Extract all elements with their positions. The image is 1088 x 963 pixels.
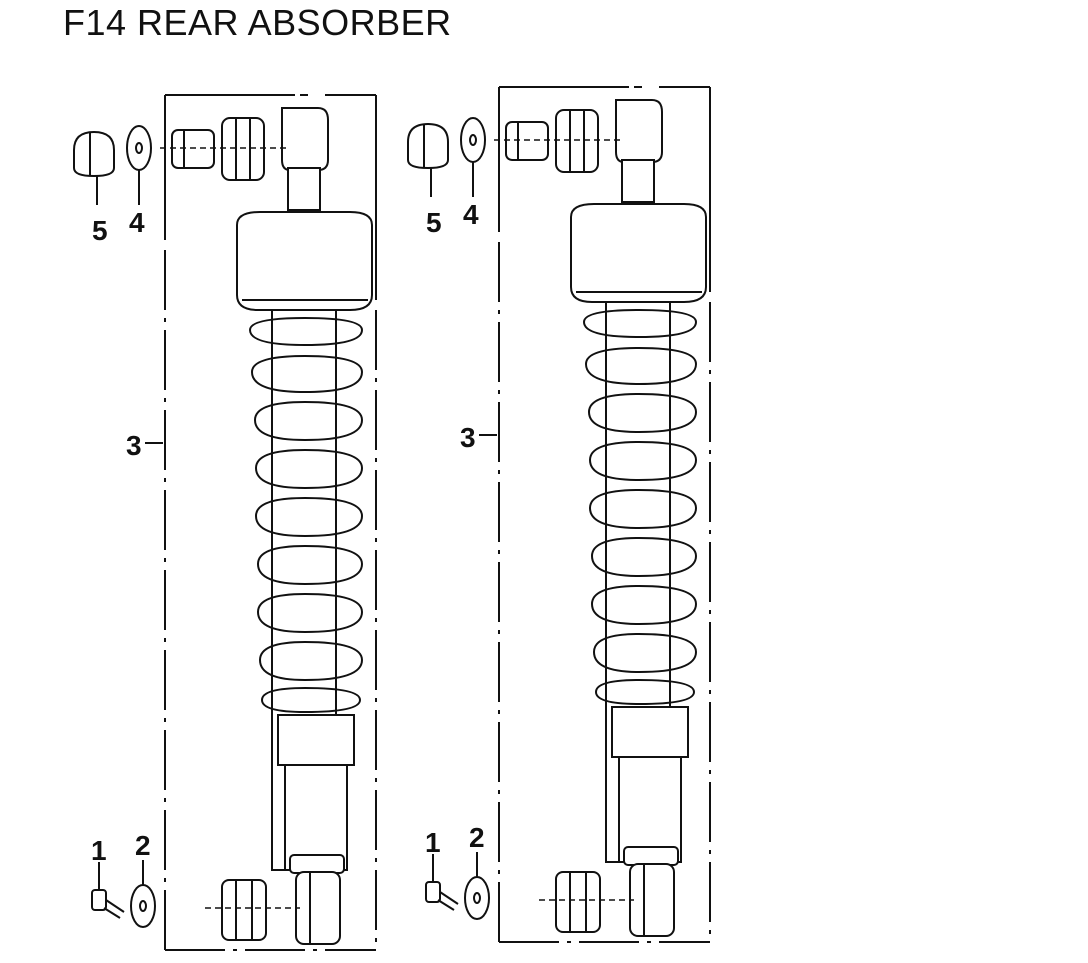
left-assembly: 5 4 3 1 2 — [73, 94, 377, 951]
right-part-2-washer — [464, 852, 490, 920]
right-part-4-washer — [460, 117, 486, 197]
callout-2: 2 — [469, 822, 485, 853]
left-part-1-bolt — [91, 862, 125, 919]
left-part-2-washer — [130, 860, 156, 928]
callout-5: 5 — [426, 207, 442, 238]
right-part-5-cap-nut — [407, 122, 449, 197]
callout-4: 4 — [463, 199, 479, 230]
callout-2: 2 — [135, 830, 151, 861]
left-shock-absorber — [159, 94, 377, 951]
right-assembly: 5 4 3 1 2 — [407, 86, 711, 943]
callout-1: 1 — [425, 827, 441, 858]
page-title: F14 REAR ABSORBER — [63, 2, 452, 43]
right-part-1-bolt — [425, 854, 459, 911]
left-part-4-washer — [126, 125, 152, 205]
callout-3: 3 — [460, 422, 476, 453]
callout-3: 3 — [126, 430, 142, 461]
callout-1: 1 — [91, 835, 107, 866]
right-shock-absorber — [493, 86, 711, 943]
left-part-5-cap-nut — [73, 130, 115, 205]
callout-5: 5 — [92, 215, 108, 246]
callout-4: 4 — [129, 207, 145, 238]
